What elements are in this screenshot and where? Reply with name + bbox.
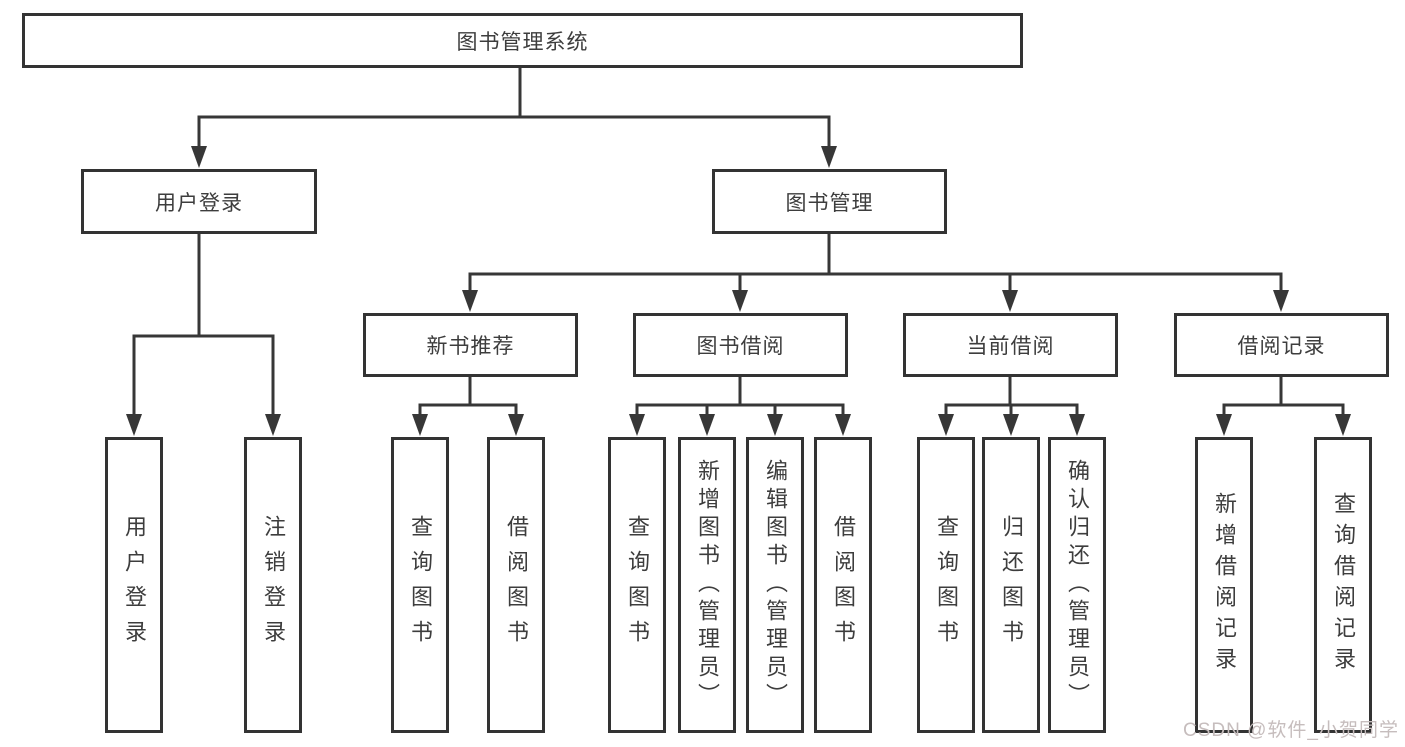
- leaf-edit-book-admin-label: 编辑图书（管理员）: [763, 459, 788, 711]
- csdn-watermark: CSDN @软件_小贺同学: [1183, 720, 1399, 741]
- node-borrowing-records: 借阅记录: [1174, 313, 1389, 377]
- leaf-add-book-admin: 新增图书（管理员）: [678, 437, 736, 733]
- leaf-add-book-admin-label: 新增图书（管理员）: [695, 459, 720, 711]
- leaf-recommend-query-book-label: 查询图书: [408, 515, 433, 655]
- node-library-system-label: 图书管理系统: [456, 30, 589, 54]
- leaf-recommend-borrow-book: 借阅图书: [487, 437, 545, 733]
- leaf-query-borrow-record: 查询借阅记录: [1314, 437, 1372, 733]
- node-new-book-recommend-label: 新书推荐: [426, 335, 515, 358]
- node-book-borrowing: 图书借阅: [633, 313, 848, 377]
- arrowhead-icons: [126, 146, 1351, 436]
- node-user-login: 用户登录: [81, 169, 317, 234]
- node-user-login-label: 用户登录: [155, 191, 243, 215]
- node-new-book-recommend: 新书推荐: [363, 313, 578, 377]
- leaf-logout-label: 注销登录: [261, 515, 286, 655]
- leaf-query-borrow-record-label: 查询借阅记录: [1331, 492, 1356, 678]
- node-current-borrowing: 当前借阅: [903, 313, 1118, 377]
- leaf-confirm-return-admin: 确认归还（管理员）: [1048, 437, 1106, 733]
- leaf-add-borrow-record-label: 新增借阅记录: [1212, 492, 1237, 678]
- node-book-borrowing-label: 图书借阅: [696, 335, 785, 358]
- node-library-system: 图书管理系统: [22, 13, 1023, 68]
- leaf-add-borrow-record: 新增借阅记录: [1195, 437, 1253, 733]
- leaf-borrowing-query-book: 查询图书: [608, 437, 666, 733]
- leaf-borrowing-borrow-book-label: 借阅图书: [831, 515, 856, 655]
- leaf-return-book-label: 归还图书: [999, 515, 1024, 655]
- leaf-return-book: 归还图书: [982, 437, 1040, 733]
- leaf-logout: 注销登录: [244, 437, 302, 733]
- node-book-management-label: 图书管理: [785, 191, 874, 215]
- leaf-user-login-label: 用户登录: [122, 515, 147, 655]
- leaf-confirm-return-admin-label: 确认归还（管理员）: [1065, 459, 1090, 711]
- leaf-current-query-book: 查询图书: [917, 437, 975, 733]
- leaf-user-login: 用户登录: [105, 437, 163, 733]
- leaf-edit-book-admin: 编辑图书（管理员）: [746, 437, 804, 733]
- leaf-borrowing-query-book-label: 查询图书: [625, 515, 650, 655]
- node-current-borrowing-label: 当前借阅: [966, 335, 1055, 358]
- leaf-current-query-book-label: 查询图书: [934, 515, 959, 655]
- node-book-management: 图书管理: [712, 169, 947, 234]
- node-borrowing-records-label: 借阅记录: [1237, 335, 1326, 358]
- leaf-recommend-query-book: 查询图书: [391, 437, 449, 733]
- leaf-recommend-borrow-book-label: 借阅图书: [504, 515, 529, 655]
- leaf-borrowing-borrow-book: 借阅图书: [814, 437, 872, 733]
